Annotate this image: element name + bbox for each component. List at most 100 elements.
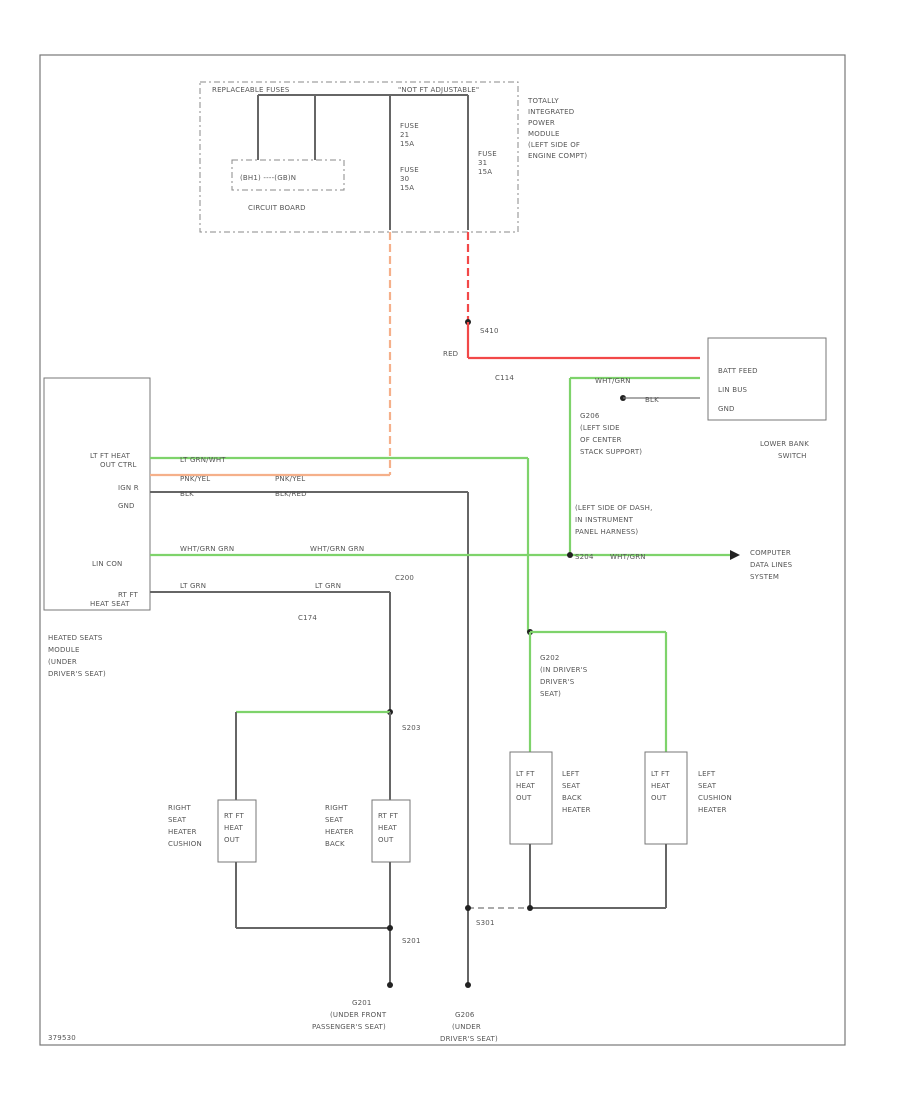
ground-g206 xyxy=(465,982,471,988)
svg-text:PNK/YEL: PNK/YEL xyxy=(275,475,305,483)
splice-s301 xyxy=(465,905,471,911)
figure-id: 379530 xyxy=(48,1034,76,1042)
svg-text:HEATER: HEATER xyxy=(168,828,197,836)
c200-label: C200 xyxy=(395,574,414,582)
g206-bottom-label: G206 xyxy=(455,1011,475,1019)
svg-text:LT FT: LT FT xyxy=(516,770,535,778)
svg-text:HEAT: HEAT xyxy=(378,824,398,832)
splice-s204 xyxy=(567,552,573,558)
svg-text:HEATER: HEATER xyxy=(562,806,591,814)
lt-heat-ctrl-wire: LT GRN/WHT G202 (IN DRIVER'S DRIVER'S SE… xyxy=(150,456,668,752)
heater-left-cushion: LT FT HEAT OUT LEFT SEAT CUSHION HEATER xyxy=(644,751,732,845)
svg-text:(IN DRIVER'S: (IN DRIVER'S xyxy=(540,666,588,674)
ign-feed-wire: PNK/YEL PNK/YEL xyxy=(150,232,392,483)
svg-text:RT FT: RT FT xyxy=(224,812,245,820)
bus-label: (BH1) ----(GB)N xyxy=(240,174,296,182)
batt-feed-wire: S410 RED C114 xyxy=(443,232,700,382)
svg-text:OUT: OUT xyxy=(378,836,394,844)
svg-text:HEAT: HEAT xyxy=(651,782,671,790)
heated-seats-module-box xyxy=(43,377,151,611)
svg-text:LEFT: LEFT xyxy=(698,770,716,778)
lin-bus-color-label: WHT/GRN xyxy=(595,377,631,385)
svg-text:CUSHION: CUSHION xyxy=(698,794,732,802)
lower-bank-caption-2: SWITCH xyxy=(778,452,807,460)
ltgrn-label: LT GRN xyxy=(180,582,206,590)
svg-text:LT GRN: LT GRN xyxy=(315,582,341,590)
heater-right-back: RT FT HEAT OUT RIGHT SEAT HEATER BACK xyxy=(325,799,411,863)
svg-text:OUT: OUT xyxy=(651,794,667,802)
tipm-header-left: REPLACEABLE FUSES xyxy=(212,86,290,94)
s301-label: S301 xyxy=(476,919,495,927)
svg-text:SEAT: SEAT xyxy=(698,782,717,790)
svg-text:BACK: BACK xyxy=(562,794,582,802)
svg-text:DRIVER'S SEAT): DRIVER'S SEAT) xyxy=(440,1035,498,1043)
g206-label: G206 xyxy=(580,412,600,420)
svg-text:INTEGRATED: INTEGRATED xyxy=(528,108,574,116)
svg-text:MODULE: MODULE xyxy=(48,646,80,654)
s201-label: S201 xyxy=(402,937,421,945)
lower-bank-switch-box xyxy=(707,337,827,421)
svg-text:SEAT): SEAT) xyxy=(540,690,561,698)
lin-con-wire: WHT/GRN GRN WHT/GRN GRN WHT/GRN S204 C20… xyxy=(150,545,793,582)
c114-label: C114 xyxy=(495,374,514,382)
svg-text:HEATER: HEATER xyxy=(325,828,354,836)
svg-text:PASSENGER'S SEAT): PASSENGER'S SEAT) xyxy=(312,1023,386,1031)
pin-gnd: GND xyxy=(718,405,735,413)
ground-g201 xyxy=(387,982,393,988)
svg-text:(UNDER FRONT: (UNDER FRONT xyxy=(330,1011,387,1019)
s204-label: S204 xyxy=(575,553,594,561)
svg-text:(UNDER: (UNDER xyxy=(48,658,77,666)
rt-heat-wire: LT GRN LT GRN C174 S203 xyxy=(150,582,421,800)
pin-batt-feed: BATT FEED xyxy=(718,367,758,375)
heater-ground-wires: S201 S301 G201 (UNDER FRONT PASSENGER'S … xyxy=(235,844,667,1043)
svg-text:WHT/GRN GRN: WHT/GRN GRN xyxy=(310,545,364,553)
svg-text:SYSTEM: SYSTEM xyxy=(750,573,779,581)
pin-gnd-module: GND xyxy=(118,502,135,510)
svg-text:DRIVER'S SEAT): DRIVER'S SEAT) xyxy=(48,670,106,678)
ltgrn-wht-label: LT GRN/WHT xyxy=(180,456,226,464)
heater-left-back: LT FT HEAT OUT LEFT SEAT BACK HEATER xyxy=(509,751,591,845)
computer-data-arrow xyxy=(730,550,740,560)
lower-bank-caption-1: LOWER BANK xyxy=(760,440,809,448)
s203-label: S203 xyxy=(402,724,421,732)
circuit-board-box xyxy=(231,159,345,191)
red-label: RED xyxy=(443,350,458,358)
svg-text:RIGHT: RIGHT xyxy=(325,804,348,812)
svg-text:(LEFT SIDE OF: (LEFT SIDE OF xyxy=(528,141,580,149)
svg-text:WHT/GRN: WHT/GRN xyxy=(610,553,646,561)
tipm-header-right: "NOT FT ADJUSTABLE" xyxy=(398,86,479,94)
svg-text:LT FT: LT FT xyxy=(651,770,670,778)
tipm-description: TOTALLY INTEGRATED POWER MODULE (LEFT SI… xyxy=(527,97,587,160)
svg-text:DRIVER'S: DRIVER'S xyxy=(540,678,575,686)
tipm: REPLACEABLE FUSES "NOT FT ADJUSTABLE" (B… xyxy=(199,81,587,233)
splice-s201 xyxy=(387,925,393,931)
svg-text:LEFT: LEFT xyxy=(562,770,580,778)
svg-text:POWER: POWER xyxy=(528,119,555,127)
svg-text:HEAT: HEAT xyxy=(224,824,244,832)
svg-text:OUT: OUT xyxy=(224,836,240,844)
svg-text:ENGINE COMPT): ENGINE COMPT) xyxy=(528,152,587,160)
diagram-frame xyxy=(39,54,846,1046)
svg-text:BACK: BACK xyxy=(325,840,345,848)
pnk-yel-label: PNK/YEL xyxy=(180,475,210,483)
svg-text:DATA LINES: DATA LINES xyxy=(750,561,793,569)
svg-text:SEAT: SEAT xyxy=(325,816,344,824)
svg-text:IN INSTRUMENT: IN INSTRUMENT xyxy=(575,516,634,524)
computer-data-1: COMPUTER xyxy=(750,549,791,557)
circuit-board-label: CIRCUIT BOARD xyxy=(248,204,306,212)
svg-text:MODULE: MODULE xyxy=(528,130,560,138)
svg-text:HEATER: HEATER xyxy=(698,806,727,814)
svg-text:STACK SUPPORT): STACK SUPPORT) xyxy=(580,448,642,456)
pin-lin-con: LIN CON xyxy=(92,560,122,568)
svg-text:SEAT: SEAT xyxy=(168,816,187,824)
svg-text:OUT: OUT xyxy=(516,794,532,802)
g201-label: G201 xyxy=(352,999,372,1007)
heater-right-cushion: RT FT HEAT OUT RIGHT SEAT HEATER CUSHION xyxy=(168,799,257,863)
s410-label: S410 xyxy=(480,327,499,335)
svg-text:RIGHT: RIGHT xyxy=(168,804,191,812)
